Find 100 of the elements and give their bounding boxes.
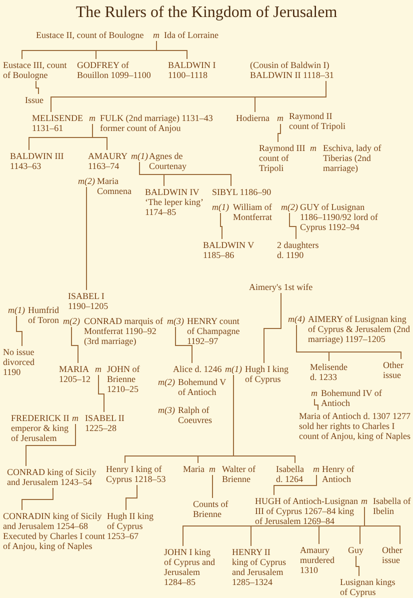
person-name: HENRY count of Champagne 1192–97 <box>187 316 249 346</box>
person-name: Amaury murdered 1310 <box>300 545 336 575</box>
person-name: Maria Comnena <box>97 176 139 196</box>
person-name: Maria of Antioch d. 1307 1277 sold her rights to Charles I count of Anjou, king of Naples <box>299 411 412 441</box>
descent-line <box>278 124 281 142</box>
person-name: Agnes de Courtenay <box>149 151 201 171</box>
marriage-mark: m <box>95 364 102 374</box>
marriage-mark: m(2) <box>78 176 95 186</box>
person-name: Ralph of Coeuvres <box>178 405 216 425</box>
person-name: Walter of Brienne <box>222 464 264 484</box>
person-name: ISABEL I 1190–1205 <box>68 291 114 311</box>
person-name: BALDWIN I 1100–1118 <box>168 60 220 80</box>
person-name: Ida of Lorraine <box>164 30 218 40</box>
person-name: Henry of Antioch <box>322 464 362 484</box>
descent-line <box>98 374 104 412</box>
person-name: Raymond II count of Tripoli <box>289 111 351 131</box>
person-name: JOHN I king of Cyprus and Jerusalem 1284–85 <box>164 547 220 587</box>
person-name: HUGH of Antioch-Lusignan III of Cyprus 1267–84 king of Jerusalem 1269–84 <box>255 496 361 526</box>
person-name: Melisende d. 1233 <box>310 362 350 382</box>
marriage-mark: m <box>313 464 320 474</box>
descent-line <box>36 80 39 94</box>
person-name: Bohemund V of Antioch <box>178 377 232 397</box>
person-name: Lusignan kings of Cyprus <box>340 577 398 597</box>
marriage-mark: m(2) <box>158 377 175 387</box>
descent-line <box>220 212 222 240</box>
person-name: BALDWIN V 1185–86 <box>203 240 261 260</box>
person-name: Maria <box>183 464 204 474</box>
person-name: Isabella of Ibelin <box>373 496 413 516</box>
marriage-mark: m <box>310 143 316 153</box>
marriage-mark: m <box>361 496 368 506</box>
marriage-mark: m <box>89 113 96 123</box>
descent-line <box>296 324 402 360</box>
person-name: Counts of Brienne <box>193 499 235 519</box>
person-name: SIBYL 1186–90 <box>212 187 272 197</box>
person-name: MELISENDE 1131–61 <box>32 113 84 133</box>
person-name: Other issue <box>383 360 411 380</box>
marriage-mark: m(3) <box>167 316 184 326</box>
person-name: Issue <box>25 95 44 105</box>
marriage-mark: m(1) <box>212 202 229 212</box>
marriage-mark: m <box>153 30 160 40</box>
person-name: Raymond III count of Tripoli <box>259 143 309 173</box>
descent-line <box>126 484 138 510</box>
marriage-mark: m <box>311 388 318 398</box>
marriage-mark: m <box>277 113 284 123</box>
descent-line <box>289 212 296 240</box>
person-name: GUY of Lusignan 1186–1190/92 lord of Cyprus 1192–94 <box>300 202 382 232</box>
marriage-mark: m(1) <box>131 151 148 161</box>
descent-line <box>264 292 282 364</box>
descent-line <box>139 162 232 186</box>
descent-line <box>92 124 108 150</box>
person-name: Bohemund IV of Antioch <box>321 388 383 408</box>
person-name: Eschiva, lady of Tiberias (2nd marriage) <box>323 143 385 173</box>
descent-line <box>233 374 296 464</box>
descent-line <box>156 40 188 60</box>
person-name: MARIA 1205–12 <box>59 364 91 384</box>
person-name: Other issue <box>382 545 410 565</box>
marriage-mark: m(1) <box>8 305 25 315</box>
marriage-mark: m(4) <box>288 314 305 324</box>
descent-line <box>212 474 213 498</box>
descent-line <box>22 488 54 510</box>
marriage-mark: m(2) <box>63 316 80 326</box>
person-name: GODFREY of Bouillon 1099–1100 <box>77 60 151 80</box>
person-name: ISABEL II 1225–28 <box>85 413 125 433</box>
person-name: Alice d. 1246 <box>173 364 222 374</box>
person-name: Isabella d. 1264 <box>276 464 310 484</box>
person-name: AMAURY 1163–74 <box>88 151 130 171</box>
descent-line <box>71 326 78 364</box>
marriage-mark: m(1) <box>225 364 242 374</box>
person-name: Aimery's 1st wife <box>249 282 313 292</box>
descent-line <box>175 326 192 364</box>
person-name: CONRAD marquis of Montferrat 1190–92 (3rd marriage) <box>84 316 166 346</box>
marriage-mark: m(2) <box>281 202 298 212</box>
descent-line <box>314 398 318 410</box>
person-name: Hugh I king of Cyprus <box>245 364 289 384</box>
person-name: HENRY II king of Cyprus and Jerusalem 1285–1324 <box>232 547 288 587</box>
descent-line <box>16 316 22 346</box>
person-name: BALDWIN III 1143–63 <box>10 151 68 171</box>
marriage-mark: m(3) <box>158 405 175 415</box>
person-name: Eustace III, count of Boulogne <box>3 60 69 80</box>
person-name: Hodierna <box>236 113 270 123</box>
person-name: FULK (2nd marriage) 1131–43 former count of Anjou <box>100 113 220 133</box>
person-name: Guy <box>348 545 364 555</box>
person-name: CONRADIN king of Sicily and Jerusalem 1254–68 Executed by Charles I count of Anjou, king of Naples <box>3 511 105 551</box>
person-name: William of Montferrat <box>233 202 281 222</box>
descent-line <box>254 80 326 112</box>
person-name: No issue divorced 1190 <box>3 347 39 377</box>
person-name: 2 daughters d. 1190 <box>277 240 325 260</box>
descent-line <box>86 186 87 290</box>
person-name: JOHN of Brienne 1210–25 <box>107 364 147 394</box>
marriage-mark: m <box>72 413 78 423</box>
person-name: AIMERY of Lusignan king of Cyprus & Jerusalem (2nd marriage) 1197–1205 <box>308 314 412 344</box>
person-name: Humfrid of Toron <box>28 305 62 325</box>
person-name: BALDWIN IV ‘The leper king’ 1174–85 <box>145 187 211 217</box>
person-name: FREDERICK II emperor & king of Jerusalem <box>11 413 73 443</box>
person-name: CONRAD king of Sicily and Jerusalem 1243–54 <box>7 467 99 487</box>
descent-line <box>274 474 317 496</box>
person-name: (Cousin of Baldwin I) BALDWIN II 1118–31 <box>250 60 338 80</box>
marriage-mark: m <box>209 464 216 474</box>
person-name: Henry I king of Cyprus 1218–53 <box>106 464 168 484</box>
diagram-title: The Rulers of the Kingdom of Jerusalem <box>76 4 338 22</box>
